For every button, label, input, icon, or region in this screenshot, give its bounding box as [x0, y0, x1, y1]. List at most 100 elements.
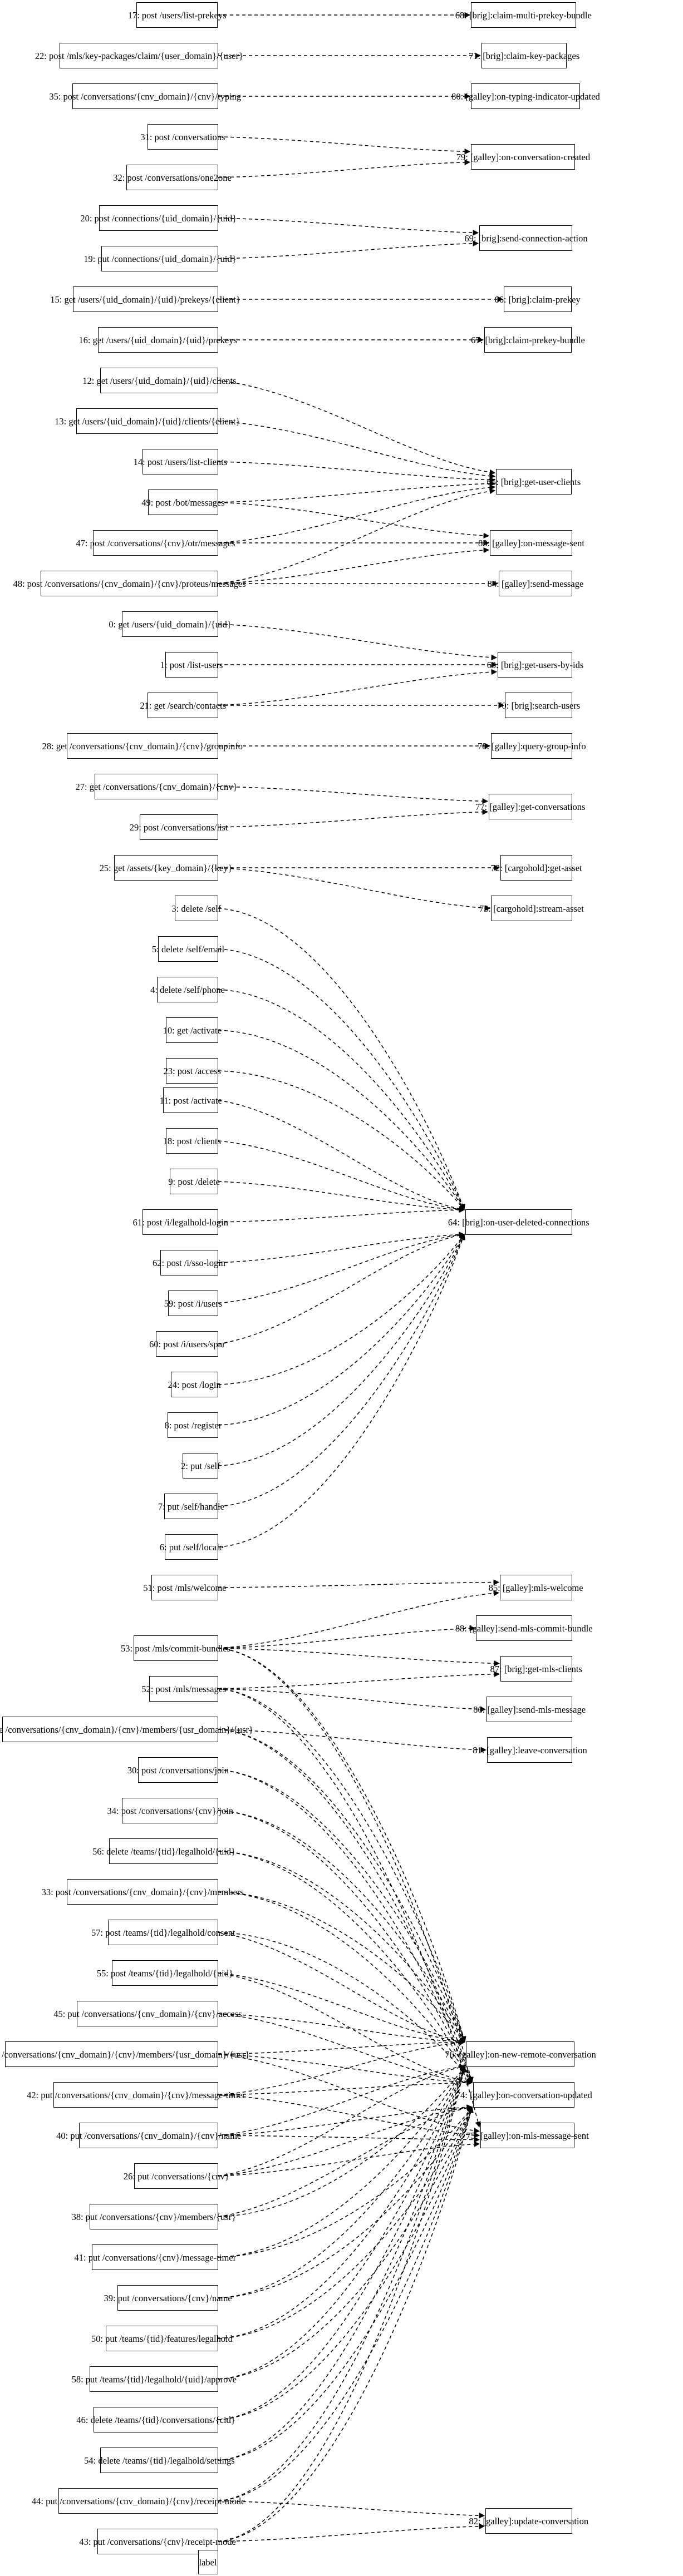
- graph-node[interactable]: 75: [galley]:on-mls-message-sent: [466, 2123, 589, 2148]
- graph-node[interactable]: 25: get /assets/{key_domain}/{key}: [100, 855, 233, 881]
- graph-node[interactable]: 28: get /conversations/{cnv_domain}/{cnv…: [42, 733, 243, 759]
- graph-node[interactable]: 66: [brig]:claim-prekey: [495, 286, 581, 312]
- graph-node[interactable]: 61: post /i/legalhold-login: [132, 1209, 228, 1235]
- graph-node[interactable]: 19: put /connections/{uid_domain}/{uid}: [83, 246, 236, 271]
- graph-node[interactable]: 53: post /mls/commit-bundles: [121, 1635, 230, 1661]
- graph-node[interactable]: 88: [galley]:send-mls-commit-bundle: [455, 1615, 593, 1641]
- graph-node[interactable]: 45: put /conversations/{cnv_domain}/{cnv…: [53, 2001, 242, 2026]
- graph-node[interactable]: 71: [brig]:claim-key-packages: [469, 43, 579, 68]
- graph-node[interactable]: 14: post /users/list-clients: [134, 449, 227, 474]
- graph-node[interactable]: 76: [galley]:on-new-remote-conversation: [445, 2041, 596, 2067]
- graph-node[interactable]: 78: [galley]:query-group-info: [478, 733, 586, 759]
- graph-node[interactable]: 50: put /teams/{tid}/features/legalhold: [91, 2326, 233, 2351]
- graph-edge: [218, 1232, 465, 1263]
- graph-node[interactable]: 41: put /conversations/{cnv}/message-tim…: [74, 2244, 236, 2270]
- graph-node[interactable]: 5: delete /self/email: [152, 936, 224, 962]
- graph-node[interactable]: 80: [galley]:on-typing-indicator-updated: [451, 83, 600, 109]
- graph-node[interactable]: 18: post /clients: [163, 1128, 221, 1154]
- graph-node[interactable]: 27: get /conversations/{cnv_domain}/{cnv…: [76, 774, 237, 799]
- graph-node[interactable]: 6: put /self/locale: [160, 1534, 223, 1560]
- graph-node[interactable]: 62: post /i/sso-login: [153, 1250, 226, 1275]
- graph-node[interactable]: 87: [brig]:get-mls-clients: [490, 1656, 582, 1682]
- graph-node[interactable]: 56: delete /teams/{tid}/legalhold/{uid}: [92, 1838, 235, 1864]
- graph-node[interactable]: 23: post /access: [163, 1058, 221, 1084]
- graph-node[interactable]: 11: post /activate: [159, 1087, 222, 1113]
- graph-node[interactable]: 85: [galley]:mls-welcome: [489, 1575, 583, 1600]
- graph-node[interactable]: 58: put /teams/{tid}/legalhold/{uid}/app…: [71, 2366, 237, 2392]
- graph-node[interactable]: 49: post /bot/messages: [141, 490, 225, 515]
- graph-node[interactable]: 52: post /mls/messages: [141, 1676, 226, 1702]
- graph-node[interactable]: 32: post /conversations/one2one: [113, 165, 232, 190]
- graph-node-label: 43: put /conversations/{cnv}/receipt-mod…: [79, 2536, 237, 2547]
- graph-node[interactable]: 67: [brig]:claim-prekey-bundle: [471, 327, 585, 353]
- graph-node[interactable]: 7: put /self/handle: [158, 1494, 224, 1519]
- graph-node[interactable]: 46: delete /teams/{tid}/conversations/{c…: [76, 2407, 235, 2432]
- graph-node[interactable]: 34: post /conversations/{cnv}/join: [107, 1798, 233, 1823]
- graph-node[interactable]: 15: get /users/{uid_domain}/{uid}/prekey…: [51, 286, 240, 312]
- graph-node-label: 88: [galley]:send-mls-commit-bundle: [455, 1623, 593, 1634]
- graph-node[interactable]: 33: post /conversations/{cnv_domain}/{cn…: [41, 1879, 244, 1905]
- graph-node[interactable]: 59: post /i/users: [164, 1291, 222, 1316]
- graph-edge: [218, 1234, 465, 1547]
- graph-node[interactable]: 70: [brig]:search-users: [497, 693, 580, 718]
- graph-node[interactable]: 30: post /conversations/join: [127, 1757, 229, 1783]
- graph-node[interactable]: 68: [brig]:claim-multi-prekey-bundle: [455, 2, 592, 28]
- graph-node[interactable]: 47: post /conversations/{cnv}/otr/messag…: [76, 530, 235, 556]
- graph-node[interactable]: 36: put /conversations/{cnv_domain}/{cnv…: [0, 2041, 249, 2067]
- graph-node-label: 76: [galley]:on-new-remote-conversation: [444, 2049, 596, 2060]
- graph-node-label: 35: post /conversations/{cnv_domain}/{cn…: [49, 91, 242, 102]
- graph-node[interactable]: 57: post /teams/{tid}/legalhold/consent: [91, 1920, 235, 1945]
- graph-edge: [218, 1100, 465, 1212]
- graph-node[interactable]: 51: post /mls/welcome: [143, 1575, 227, 1600]
- graph-node[interactable]: 3: delete /self: [172, 896, 221, 921]
- graph-node[interactable]: 22: post /mls/key-packages/claim/{user_d…: [35, 43, 243, 68]
- graph-node[interactable]: 72: [cargohold]:get-asset: [490, 855, 582, 881]
- graph-node[interactable]: 8: post /register: [164, 1412, 222, 1438]
- graph-node[interactable]: 0: get /users/{uid_domain}/{uid}: [109, 611, 232, 637]
- graph-node[interactable]: 55: post /teams/{tid}/legalhold/{uid}: [97, 1960, 233, 1986]
- graph-node[interactable]: 29: post /conversations/list: [130, 814, 228, 840]
- graph-node[interactable]: 82: [galley]:update-conversation: [469, 2508, 588, 2534]
- graph-node[interactable]: 12: get /users/{uid_domain}/{uid}/client…: [82, 368, 236, 393]
- graph-node[interactable]: 39: put /conversations/{cnv}/name: [104, 2285, 232, 2311]
- graph-node[interactable]: 10: get /activate: [163, 1017, 222, 1043]
- graph-node[interactable]: 48: post /conversations/{cnv_domain}/{cn…: [13, 571, 246, 596]
- graph-node[interactable]: 69: [brig]:send-connection-action: [464, 225, 587, 251]
- graph-node[interactable]: 83: [galley]:on-message-sent: [478, 530, 584, 556]
- graph-node[interactable]: 1: post /list-users: [160, 652, 223, 678]
- graph-node[interactable]: 21: get /search/contacts: [140, 693, 226, 718]
- graph-edge: [218, 1234, 465, 1385]
- graph-node[interactable]: 38: put /conversations/{cnv}/members/{us…: [72, 2204, 236, 2229]
- graph-node[interactable]: 60: post /i/users/spar: [149, 1331, 225, 1357]
- graph-node[interactable]: 16: get /users/{uid_domain}/{uid}/prekey…: [79, 327, 237, 353]
- graph-node[interactable]: 9: post /delete: [168, 1169, 220, 1194]
- graph-node[interactable]: label: [198, 2550, 218, 2574]
- graph-node[interactable]: 84: [galley]:send-message: [488, 571, 583, 596]
- graph-node[interactable]: 74: [galley]:on-conversation-updated: [456, 2082, 592, 2108]
- graph-node[interactable]: 43: put /conversations/{cnv}/receipt-mod…: [80, 2529, 236, 2554]
- graph-node[interactable]: 81: [galley]:leave-conversation: [473, 1737, 587, 1763]
- graph-node[interactable]: 79: [galley]:on-conversation-created: [456, 144, 590, 170]
- graph-node[interactable]: 13: get /users/{uid_domain}/{uid}/client…: [55, 408, 240, 434]
- graph-node[interactable]: 20: post /connections/{uid_domain}/{uid}: [81, 205, 237, 231]
- graph-node[interactable]: 64: [brig]:on-user-deleted-connections: [448, 1209, 589, 1235]
- graph-node[interactable]: 54: delete /teams/{tid}/legalhold/settin…: [84, 2448, 234, 2473]
- graph-node[interactable]: 4: delete /self/phone: [150, 977, 225, 1002]
- graph-node[interactable]: 63: [brig]:get-users-by-ids: [487, 652, 583, 678]
- graph-node[interactable]: 35: post /conversations/{cnv_domain}/{cn…: [50, 83, 241, 109]
- graph-node[interactable]: 17: post /users/list-prekeys: [128, 2, 226, 28]
- graph-node-label: 3: delete /self: [171, 903, 222, 914]
- graph-node[interactable]: 2: put /self: [181, 1453, 220, 1479]
- graph-node[interactable]: 31: post /conversations: [140, 124, 225, 150]
- graph-node[interactable]: 40: put /conversations/{cnv_domain}/{cnv…: [56, 2123, 241, 2148]
- graph-node[interactable]: 26: put /conversations/{cnv}: [124, 2163, 229, 2189]
- graph-node[interactable]: 77: [galley]:get-conversations: [475, 794, 586, 819]
- graph-node[interactable]: 73: [cargohold]:stream-asset: [479, 896, 584, 921]
- graph-node[interactable]: 86: [galley]:send-mls-message: [473, 1697, 586, 1722]
- graph-node[interactable]: 42: put /conversations/{cnv_domain}/{cnv…: [27, 2082, 245, 2108]
- graph-node[interactable]: 44: put /conversations/{cnv_domain}/{cnv…: [32, 2488, 245, 2514]
- graph-edge: [218, 1625, 476, 1649]
- graph-node[interactable]: 65: [brig]:get-user-clients: [487, 469, 581, 495]
- graph-node[interactable]: 24: post /login: [168, 1372, 221, 1397]
- graph-node[interactable]: 37: delete /conversations/{cnv_domain}/{…: [0, 1717, 253, 1742]
